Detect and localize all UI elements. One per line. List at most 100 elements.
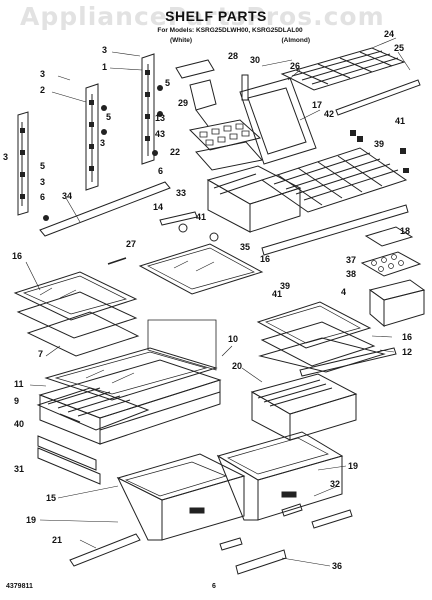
trim-36b	[220, 538, 242, 550]
rail-far-left	[18, 112, 28, 215]
callout-5: 5	[165, 78, 171, 88]
crisper-cover	[46, 320, 216, 400]
callout-34: 34	[62, 191, 73, 201]
glass-shelf-16-right	[258, 302, 384, 372]
callout-30: 30	[250, 55, 261, 65]
drawer-20	[252, 374, 356, 440]
callout-18: 18	[400, 226, 411, 236]
trim-21	[70, 534, 140, 566]
callout-27: 27	[126, 239, 137, 249]
callout-33: 33	[176, 188, 187, 198]
callout-13: 13	[155, 113, 166, 123]
crisper-drawer-19-left	[118, 454, 244, 540]
callout-39: 39	[280, 281, 291, 291]
left-rail-group	[18, 54, 170, 236]
callout-16: 16	[260, 254, 271, 264]
callout-36: 36	[332, 561, 343, 571]
callout-10: 10	[228, 334, 239, 344]
rail-right	[142, 54, 154, 164]
callout-31: 31	[14, 464, 25, 474]
tray-13	[190, 120, 262, 170]
callout-43: 43	[155, 129, 166, 139]
callout-3: 3	[102, 45, 108, 55]
callout-21: 21	[52, 535, 63, 545]
callout-26: 26	[290, 61, 301, 71]
hardware-35	[210, 233, 218, 241]
callout-22: 22	[170, 147, 181, 157]
callout-40: 40	[14, 419, 25, 429]
callout-29: 29	[178, 98, 189, 108]
egg-tray-38	[362, 252, 420, 276]
callout-42: 42	[324, 109, 335, 119]
small-clips-right	[350, 130, 409, 173]
callout-5: 5	[40, 161, 46, 171]
callout-28: 28	[228, 51, 239, 61]
callout-3: 3	[40, 69, 46, 79]
callout-1: 1	[102, 62, 108, 72]
callout-9: 9	[14, 396, 20, 406]
callout-4: 4	[341, 287, 347, 297]
callout-17: 17	[312, 100, 323, 110]
callout-14: 14	[153, 202, 164, 212]
callout-11: 11	[14, 379, 24, 389]
variant-white: (White)	[170, 37, 193, 44]
model-subtitle: For Models: KSRG25DLWH00, KSRG25DLAL00	[157, 27, 303, 34]
color-variants: (White) (Almond)	[170, 37, 310, 44]
callout-15: 15	[46, 493, 57, 503]
callout-3: 3	[100, 138, 106, 148]
bracket-28	[176, 60, 214, 78]
watermark-text: AppliancePartsPros.com	[20, 2, 385, 31]
crisper-drawer-19-right	[218, 432, 342, 520]
callout-41: 41	[272, 289, 283, 299]
tray-9	[38, 388, 148, 484]
callout-12: 12	[402, 347, 413, 357]
leader-lines	[26, 38, 410, 566]
footer-part-number: 4379811	[6, 583, 33, 590]
shelf-support-34	[40, 182, 170, 236]
rail-middle	[86, 84, 98, 190]
callout-19: 19	[348, 461, 359, 471]
callout-20: 20	[232, 361, 243, 371]
callout-7: 7	[38, 349, 44, 359]
callout-37: 37	[346, 255, 357, 265]
crisper-frame	[40, 360, 220, 444]
callout-16: 16	[402, 332, 413, 342]
trim-36a	[236, 550, 286, 574]
small-bar-14	[160, 212, 197, 225]
glass-shelf-center	[108, 244, 262, 294]
top-bracket-group	[176, 60, 248, 126]
callout-32: 32	[330, 479, 341, 489]
callout-41: 41	[395, 116, 406, 126]
wire-shelf-17	[262, 148, 406, 212]
callout-3: 3	[40, 177, 46, 187]
variant-almond: (Almond)	[281, 37, 310, 44]
clip-30	[242, 75, 248, 100]
callout-35: 35	[240, 242, 251, 252]
footer-page-number: 6	[212, 583, 216, 590]
callout-16: 16	[12, 251, 23, 261]
callout-3: 3	[3, 152, 9, 162]
callout-5: 5	[106, 112, 112, 122]
callout-38: 38	[346, 269, 357, 279]
frame-26	[240, 78, 316, 164]
door-bin-4	[370, 280, 424, 326]
trim-32b	[312, 510, 352, 528]
diagram-title: SHELF PARTS	[165, 8, 267, 24]
rail-strip	[262, 205, 408, 255]
callout-25: 25	[394, 43, 405, 53]
callout-6: 6	[40, 192, 46, 202]
bin-18	[366, 227, 412, 246]
trim-32a	[282, 504, 302, 516]
hardware-33	[179, 224, 187, 232]
callout-6: 6	[158, 166, 164, 176]
wire-shelf-24	[282, 48, 404, 90]
callout-24: 24	[384, 29, 395, 39]
callout-2: 2	[40, 85, 46, 95]
trim-25	[336, 80, 420, 115]
drawer-22	[208, 166, 300, 232]
callout-39: 39	[374, 139, 385, 149]
trim-12	[300, 348, 396, 376]
callout-19: 19	[26, 515, 37, 525]
